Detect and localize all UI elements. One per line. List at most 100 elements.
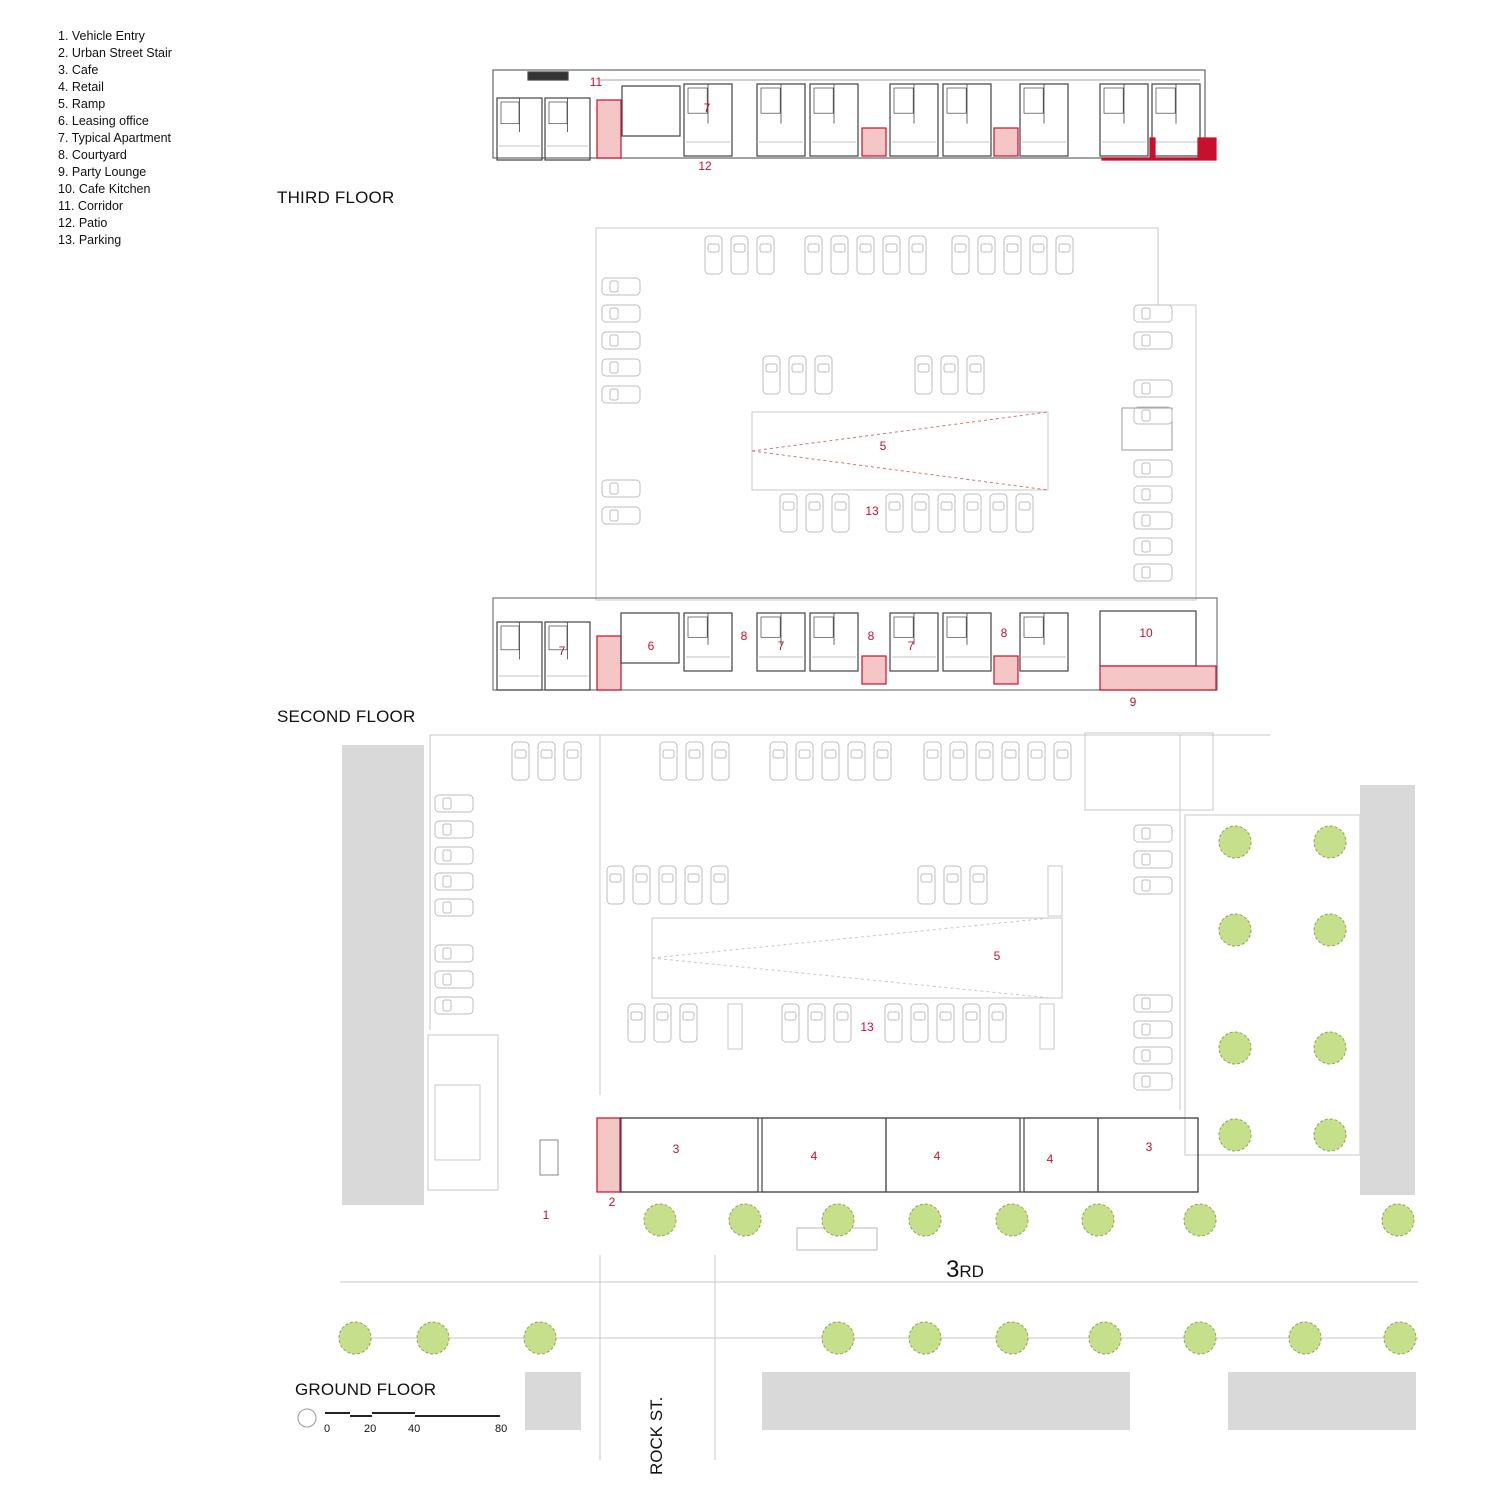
room-number-tag: 7 bbox=[908, 639, 915, 653]
street-trees bbox=[338, 825, 1417, 1355]
parked-car-windshield bbox=[609, 482, 619, 495]
parked-car-windshield bbox=[810, 1011, 823, 1021]
room-number-tag: 8 bbox=[1001, 626, 1008, 640]
parked-car-windshield bbox=[940, 501, 953, 511]
parked-car bbox=[1133, 1046, 1173, 1065]
parked-car-windshield bbox=[1141, 540, 1151, 553]
parked-car bbox=[434, 794, 474, 813]
parked-car-windshield bbox=[824, 749, 837, 759]
room-number-tag: 8 bbox=[741, 629, 748, 643]
parked-car bbox=[659, 741, 678, 781]
room-number-tag: 2 bbox=[609, 1195, 616, 1209]
scale-label-80: 80 bbox=[495, 1423, 508, 1435]
north-arrow-icon bbox=[297, 1408, 317, 1428]
parked-car-windshield bbox=[978, 749, 991, 759]
second-floor-outline bbox=[492, 597, 1218, 691]
parked-car-windshield bbox=[972, 873, 985, 883]
second-floor-deck-outline bbox=[595, 227, 1197, 601]
parked-car bbox=[601, 304, 641, 323]
parked-car bbox=[831, 493, 850, 533]
ground-service-block bbox=[427, 1034, 499, 1191]
parked-car bbox=[807, 1003, 826, 1043]
neighbor-building bbox=[525, 1372, 581, 1430]
room-number-tag: 4 bbox=[1047, 1152, 1054, 1166]
parked-car-windshield bbox=[885, 243, 898, 253]
unit-bath bbox=[760, 87, 781, 114]
parked-car bbox=[833, 1003, 852, 1043]
tree-icon bbox=[908, 1203, 942, 1237]
tree-icon bbox=[338, 1321, 372, 1355]
parked-car-windshield bbox=[992, 501, 1005, 511]
parked-car bbox=[989, 493, 1008, 533]
neighbor-building bbox=[762, 1372, 1130, 1430]
third-floor-stair bbox=[527, 71, 569, 81]
parked-car bbox=[1133, 1072, 1173, 1091]
neighbor-building bbox=[342, 745, 424, 1205]
parked-car bbox=[1029, 235, 1048, 275]
parked-car bbox=[601, 506, 641, 525]
parked-car-windshield bbox=[635, 873, 648, 883]
parked-car-windshield bbox=[1141, 1075, 1151, 1088]
parked-car bbox=[917, 865, 936, 905]
parked-car bbox=[511, 741, 530, 781]
room-number-tag: 11 bbox=[590, 75, 603, 89]
parked-car-windshield bbox=[662, 749, 675, 759]
parked-car bbox=[781, 1003, 800, 1043]
parked-car bbox=[756, 235, 775, 275]
parked-car-windshield bbox=[836, 1011, 849, 1021]
parked-car-windshield bbox=[1141, 1023, 1151, 1036]
third-floor-utility bbox=[621, 85, 681, 137]
parked-car bbox=[940, 355, 959, 395]
tree-icon bbox=[1288, 1321, 1322, 1355]
neighbor-building bbox=[1228, 1372, 1416, 1430]
parked-car bbox=[814, 355, 833, 395]
parked-car bbox=[769, 741, 788, 781]
parked-car bbox=[434, 996, 474, 1015]
parked-car bbox=[1015, 493, 1034, 533]
tree-icon bbox=[1183, 1203, 1217, 1237]
parked-car-windshield bbox=[946, 873, 959, 883]
tree-icon bbox=[821, 1203, 855, 1237]
parked-car bbox=[936, 1003, 955, 1043]
ground-ramp bbox=[651, 917, 1063, 999]
tree-icon bbox=[995, 1203, 1029, 1237]
parked-car-windshield bbox=[514, 749, 527, 759]
parked-car-windshield bbox=[688, 749, 701, 759]
parked-car bbox=[1001, 741, 1020, 781]
parked-car-windshield bbox=[807, 243, 820, 253]
parked-car bbox=[805, 493, 824, 533]
parked-car-windshield bbox=[798, 749, 811, 759]
legend-item: 9. Party Lounge bbox=[58, 165, 147, 179]
legend-item: 1. Vehicle Entry bbox=[58, 29, 145, 43]
parked-car-windshield bbox=[943, 363, 956, 373]
parked-car-windshield bbox=[759, 243, 772, 253]
unit-bath bbox=[687, 87, 708, 114]
room-number-tag: 7 bbox=[704, 101, 711, 115]
unit-bath bbox=[500, 625, 520, 651]
room-number-tag: 7 bbox=[559, 644, 566, 658]
unit-bath bbox=[813, 87, 834, 114]
parked-car-windshield bbox=[1141, 488, 1151, 501]
room-number-tag: 6 bbox=[648, 639, 655, 653]
room-number-tag: 5 bbox=[880, 439, 887, 453]
scale-bar bbox=[325, 1412, 500, 1417]
neighbor-building bbox=[1360, 785, 1415, 1195]
parked-car-windshield bbox=[682, 1011, 695, 1021]
parked-car bbox=[434, 846, 474, 865]
third-floor-highlight bbox=[861, 127, 887, 157]
parked-car bbox=[658, 865, 677, 905]
parked-car bbox=[884, 1003, 903, 1043]
parked-car-windshield bbox=[917, 363, 930, 373]
parked-car-windshield bbox=[609, 509, 619, 522]
unit-bath bbox=[893, 616, 914, 638]
parked-car bbox=[537, 741, 556, 781]
parked-car bbox=[795, 741, 814, 781]
parked-car-windshield bbox=[1141, 382, 1151, 395]
tree-icon bbox=[1183, 1321, 1217, 1355]
parked-car-windshield bbox=[609, 873, 622, 883]
room-number-tag: 10 bbox=[1139, 626, 1153, 640]
unit-bath bbox=[1103, 87, 1124, 114]
room-number-tag: 8 bbox=[868, 629, 875, 643]
room-number-tag: 7 bbox=[778, 639, 785, 653]
parked-car-windshield bbox=[630, 1011, 643, 1021]
